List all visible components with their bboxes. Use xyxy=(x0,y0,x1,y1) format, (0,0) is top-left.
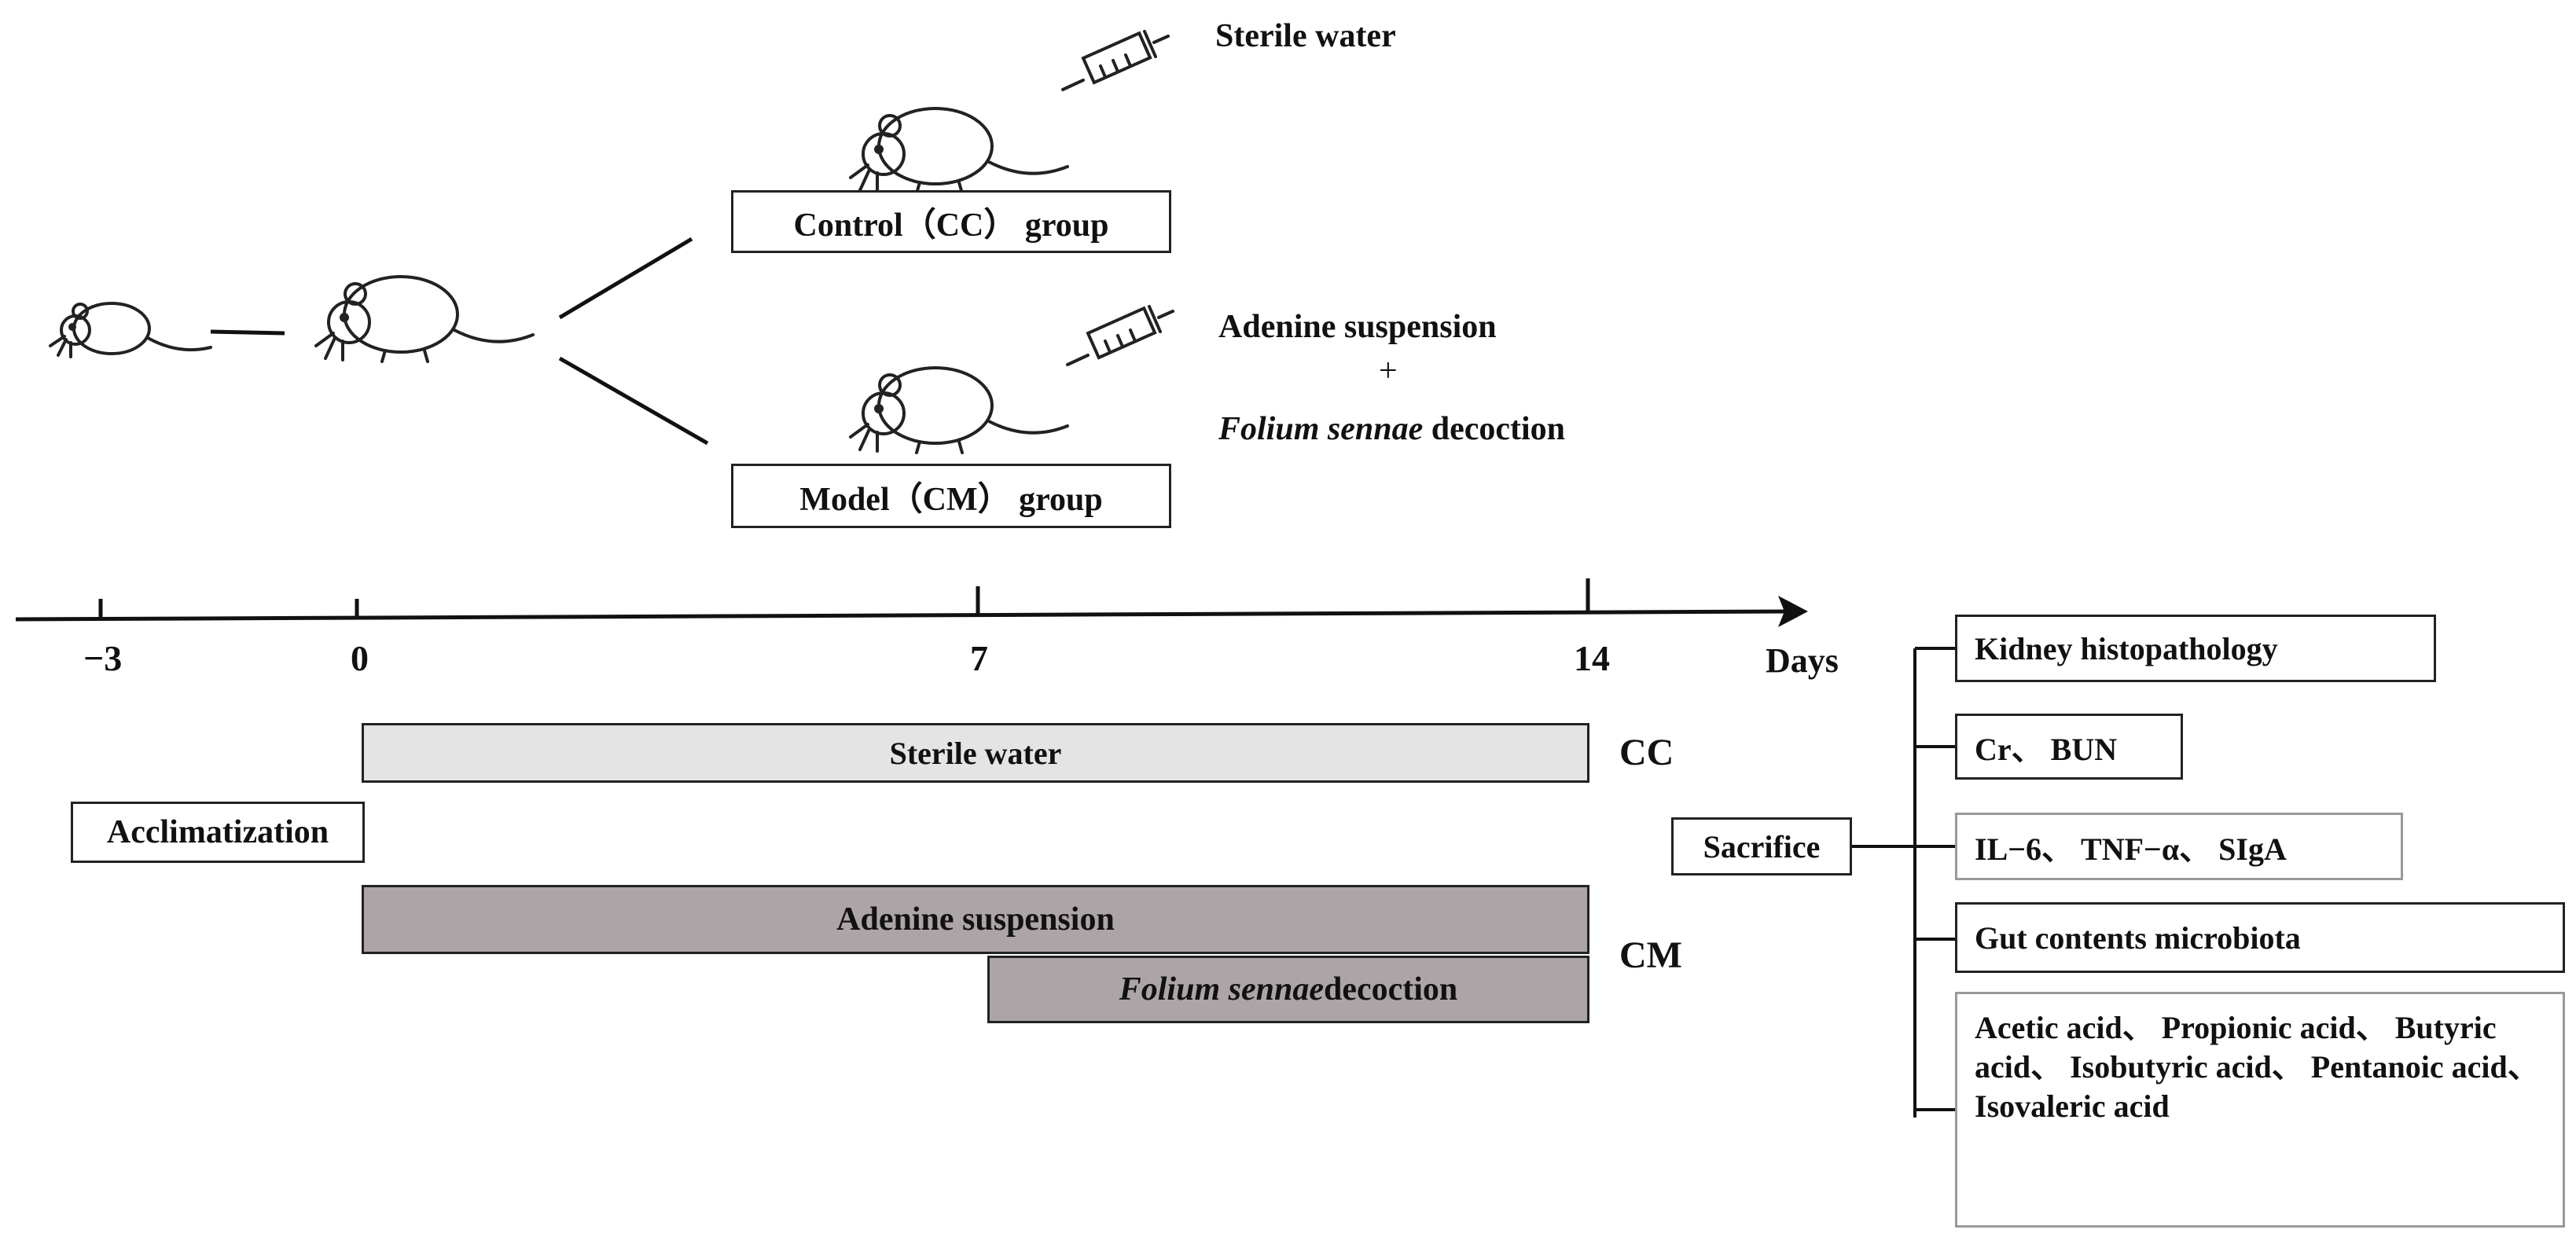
rat-cm-icon xyxy=(849,366,1069,454)
cm-treatment-line3: Folium sennae decoction xyxy=(1218,411,1566,447)
outcome-cr-bun: Cr、 BUN xyxy=(1955,714,2183,780)
tick-label: 14 xyxy=(1574,638,1610,678)
outcome-cytokines: IL−6、 TNF−α、 SIgA xyxy=(1955,813,2403,880)
cc-sterile-water-bar: Sterile water xyxy=(362,723,1589,783)
cm-folium-sennae-bar: Folium sennae decoction xyxy=(987,956,1589,1023)
control-group-box: Control（CC） group xyxy=(731,190,1171,253)
axis-label: Days xyxy=(1766,641,1839,680)
outcome-scfa: Acetic acid、 Propionic acid、 Butyric aci… xyxy=(1955,992,2565,1228)
tick-label: −3 xyxy=(83,638,123,678)
syringe-icon xyxy=(1061,30,1170,91)
split-line-lower xyxy=(558,356,709,446)
outcome-kidney-histopathology: Kidney histopathology xyxy=(1955,615,2436,682)
cc-treatment-label: Sterile water xyxy=(1215,18,1396,54)
syringe-icon xyxy=(1066,305,1174,366)
rat-icon xyxy=(314,275,535,363)
rat-small-icon xyxy=(49,302,212,358)
model-group-box: Model（CM） group xyxy=(731,464,1171,528)
sacrifice-box: Sacrifice xyxy=(1671,817,1852,875)
cm-label: CM xyxy=(1619,934,1682,976)
rat-cc-icon xyxy=(849,107,1069,195)
tick-label: 7 xyxy=(970,638,988,678)
timeline-arrowhead xyxy=(1778,596,1808,627)
cm-adenine-bar: Adenine suspension xyxy=(362,885,1589,954)
split-line-upper xyxy=(558,237,693,320)
outcome-gut-microbiota: Gut contents microbiota xyxy=(1955,902,2565,973)
tick-label: 0 xyxy=(351,638,369,678)
cm-treatment-line1: Adenine suspension xyxy=(1218,309,1497,345)
cm-treatment-plus: + xyxy=(1379,353,1398,389)
acclimatization-box: Acclimatization xyxy=(71,802,365,863)
connector-line xyxy=(210,329,285,336)
timeline-axis xyxy=(15,609,1793,622)
cc-label: CC xyxy=(1619,732,1674,773)
